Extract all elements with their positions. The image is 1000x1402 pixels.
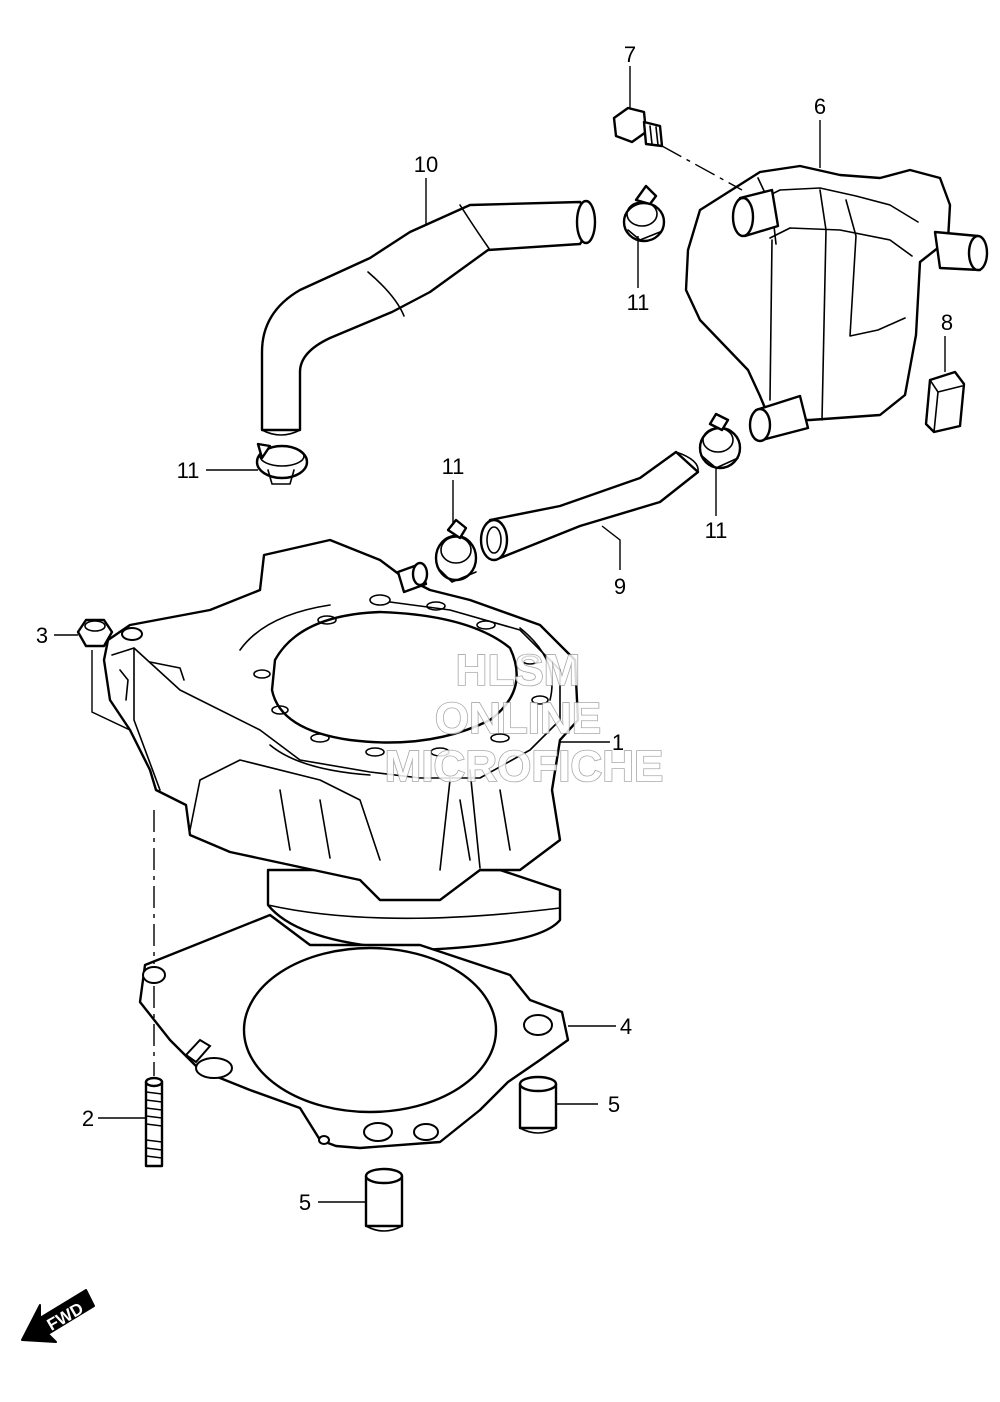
callout-2: 2 bbox=[82, 1106, 94, 1131]
hose-clamp-11-top bbox=[622, 184, 666, 243]
callout-6: 6 bbox=[814, 94, 826, 119]
callout-9: 9 bbox=[614, 574, 626, 599]
callout-11-top: 11 bbox=[627, 290, 650, 315]
watermark-line-3: MICROFICHE bbox=[385, 742, 664, 791]
callout-7: 7 bbox=[624, 42, 636, 67]
leader-lines bbox=[54, 66, 946, 1203]
fwd-arrow-icon bbox=[21, 1289, 95, 1343]
callout-labels: 7 6 10 11 8 11 11 11 9 3 1 4 2 5 5 bbox=[36, 42, 953, 1215]
cylinder-1 bbox=[102, 538, 580, 952]
callout-11-middle: 11 bbox=[442, 454, 465, 479]
dowel-5-upper bbox=[518, 1075, 558, 1134]
callout-5-upper: 5 bbox=[608, 1092, 620, 1117]
callout-5-lower: 5 bbox=[299, 1190, 311, 1215]
hose-10 bbox=[260, 199, 597, 436]
callout-8: 8 bbox=[941, 310, 953, 335]
stud-2 bbox=[144, 1076, 164, 1168]
hose-clamp-11-middle bbox=[434, 518, 478, 583]
fwd-arrow: FWD bbox=[21, 1289, 95, 1343]
hose-9 bbox=[479, 450, 700, 562]
gasket-4 bbox=[138, 913, 570, 1150]
watermark-line-2: ONLINE bbox=[435, 694, 601, 743]
callout-1: 1 bbox=[612, 730, 624, 755]
valve-assembly-6 bbox=[684, 164, 989, 443]
nut-3 bbox=[76, 618, 114, 648]
callout-10: 10 bbox=[414, 152, 438, 177]
hose-clamp-11-right bbox=[698, 412, 742, 470]
watermark: HLSM ONLINE MICROFICHE bbox=[384, 645, 664, 792]
dowel-5-lower bbox=[364, 1167, 404, 1232]
callout-11-right: 11 bbox=[705, 518, 728, 543]
bolt-7 bbox=[612, 106, 664, 148]
callout-4: 4 bbox=[620, 1014, 632, 1039]
watermark-line-1: HLSM bbox=[456, 646, 581, 695]
callout-11-left: 11 bbox=[177, 458, 200, 483]
callout-3: 3 bbox=[36, 623, 48, 648]
hose-clamp-11-left bbox=[255, 442, 309, 485]
block-8 bbox=[924, 370, 966, 434]
